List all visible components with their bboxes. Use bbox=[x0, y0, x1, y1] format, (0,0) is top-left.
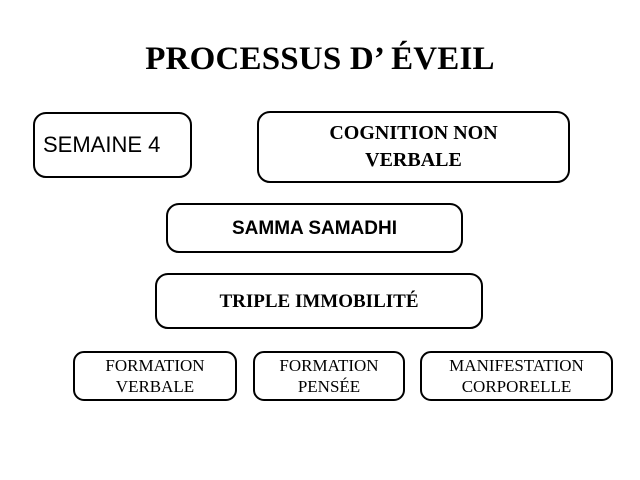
node-triple-immobilite-label: TRIPLE IMMOBILITÉ bbox=[219, 290, 419, 312]
node-triple-immobilite[interactable]: TRIPLE IMMOBILITÉ bbox=[155, 273, 483, 329]
node-formation-pensee-label: FORMATION PENSÉE bbox=[279, 356, 379, 396]
node-manifestation-corporelle-label: MANIFESTATION CORPORELLE bbox=[449, 356, 584, 396]
node-manifestation-corporelle[interactable]: MANIFESTATION CORPORELLE bbox=[420, 351, 613, 401]
node-semaine-4-label: SEMAINE 4 bbox=[43, 132, 161, 157]
node-samma-samadhi-label: SAMMA SAMADHI bbox=[231, 217, 397, 239]
node-formation-verbale-label: FORMATION VERBALE bbox=[105, 356, 205, 396]
node-samma-samadhi[interactable]: SAMMA SAMADHI bbox=[166, 203, 463, 253]
node-cognition-non-verbale[interactable]: COGNITION NON VERBALE bbox=[257, 111, 570, 183]
node-formation-pensee[interactable]: FORMATION PENSÉE bbox=[253, 351, 405, 401]
node-semaine-4[interactable]: SEMAINE 4 bbox=[33, 112, 192, 178]
page-title: PROCESSUS D’ ÉVEIL bbox=[145, 41, 495, 77]
node-cognition-non-verbale-label: COGNITION NON VERBALE bbox=[329, 122, 498, 171]
node-formation-verbale[interactable]: FORMATION VERBALE bbox=[73, 351, 237, 401]
